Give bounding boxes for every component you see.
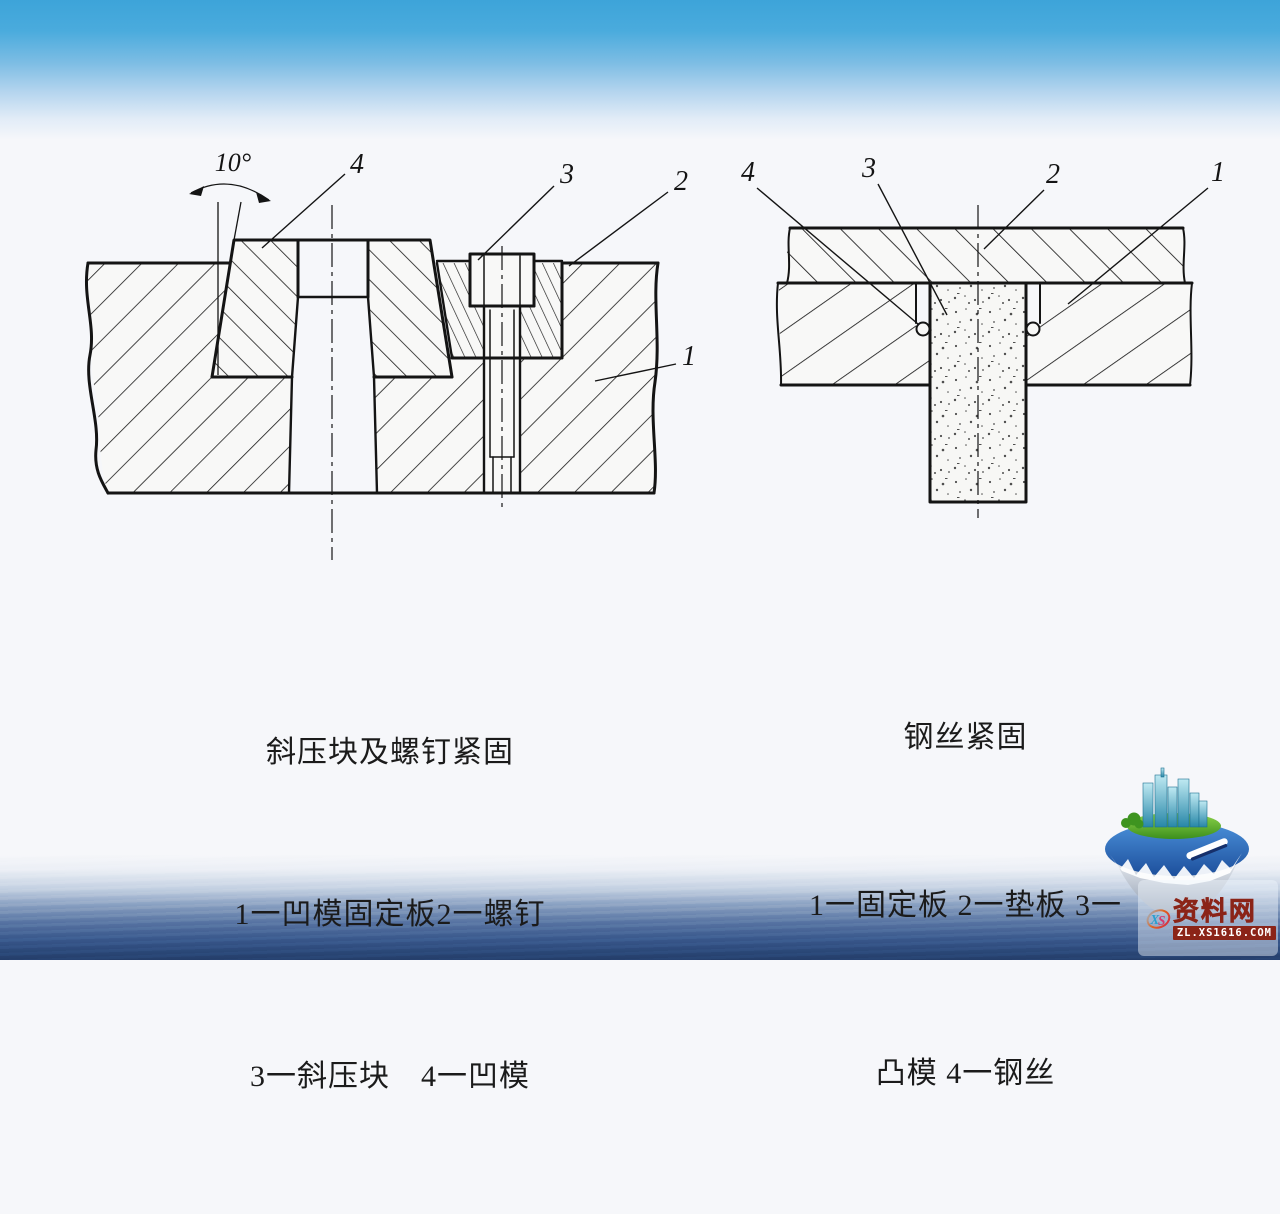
- callout-punch: 3: [861, 153, 876, 184]
- island-boat: [1186, 838, 1228, 861]
- left-caption-title: 斜压块及螺钉紧固: [266, 736, 514, 769]
- right-caption-title: 钢丝紧固: [903, 721, 1028, 754]
- leader-lines: [756, 183, 1209, 325]
- backing-plate-section: [785, 228, 1185, 283]
- header-gradient: [0, 0, 1280, 140]
- footer-sea-band: [0, 855, 1280, 960]
- right-diagram-outlines: [775, 226, 1194, 504]
- leader-lines: [261, 173, 677, 382]
- callout-backing-plate: 2: [1046, 159, 1060, 190]
- watermark: X S 资料网 ZL.XS1616.COM: [1146, 888, 1276, 950]
- watermark-site-url: ZL.XS1616.COM: [1172, 926, 1276, 940]
- right-caption-line2: 1一固定板 2一垫板 3一: [809, 889, 1122, 922]
- left-caption-line3: 3一斜压块 4一凹模: [250, 1060, 530, 1093]
- xs-logo-icon: X S: [1146, 909, 1171, 929]
- callout-numbers: 4 3 2 1: [741, 153, 1225, 190]
- floating-island-graphic: [1105, 767, 1249, 913]
- centerlines: [331, 205, 503, 560]
- callout-wire: 4: [741, 157, 755, 188]
- angle-label: 10°: [215, 148, 251, 177]
- slide: 10° 4 3 2 1: [0, 0, 1280, 1093]
- angle-dimension: [189, 183, 271, 375]
- callout-die: 4: [350, 149, 364, 180]
- watermark-panel: [1138, 880, 1278, 956]
- island-buildings: [1142, 767, 1208, 828]
- callout-screw: 2: [674, 166, 688, 197]
- callout-fixing-plate: 1: [1211, 157, 1225, 188]
- island-water-disc: [1105, 822, 1249, 876]
- callout-plate: 1: [682, 341, 696, 372]
- left-diagram-wedge-screw: 10° 4 3 2 1: [84, 148, 696, 560]
- callout-pressure-block: 3: [559, 159, 574, 190]
- logo-letter-s: S: [1158, 913, 1165, 928]
- left-caption-line2: 1一凹模固定板2一螺钉: [234, 898, 546, 931]
- watermark-site-name: 资料网: [1172, 896, 1257, 926]
- right-caption-line3: 凸模 4一钢丝: [875, 1057, 1056, 1090]
- island-splash-ring: [1110, 853, 1242, 885]
- fixing-plate-section: [778, 283, 1192, 385]
- right-diagram-wire-fastening: 4 3 2 1: [741, 153, 1225, 518]
- callout-numbers: 4 3 2 1: [350, 149, 696, 372]
- die-section: [212, 240, 452, 377]
- punch-section: [930, 283, 1026, 502]
- left-figure-caption: 斜压块及螺钉紧固 1一凹模固定板2一螺钉 3一斜压块 4一凹模: [140, 618, 640, 1212]
- island-trees: [1121, 812, 1144, 829]
- logo-letter-x: X: [1149, 912, 1160, 927]
